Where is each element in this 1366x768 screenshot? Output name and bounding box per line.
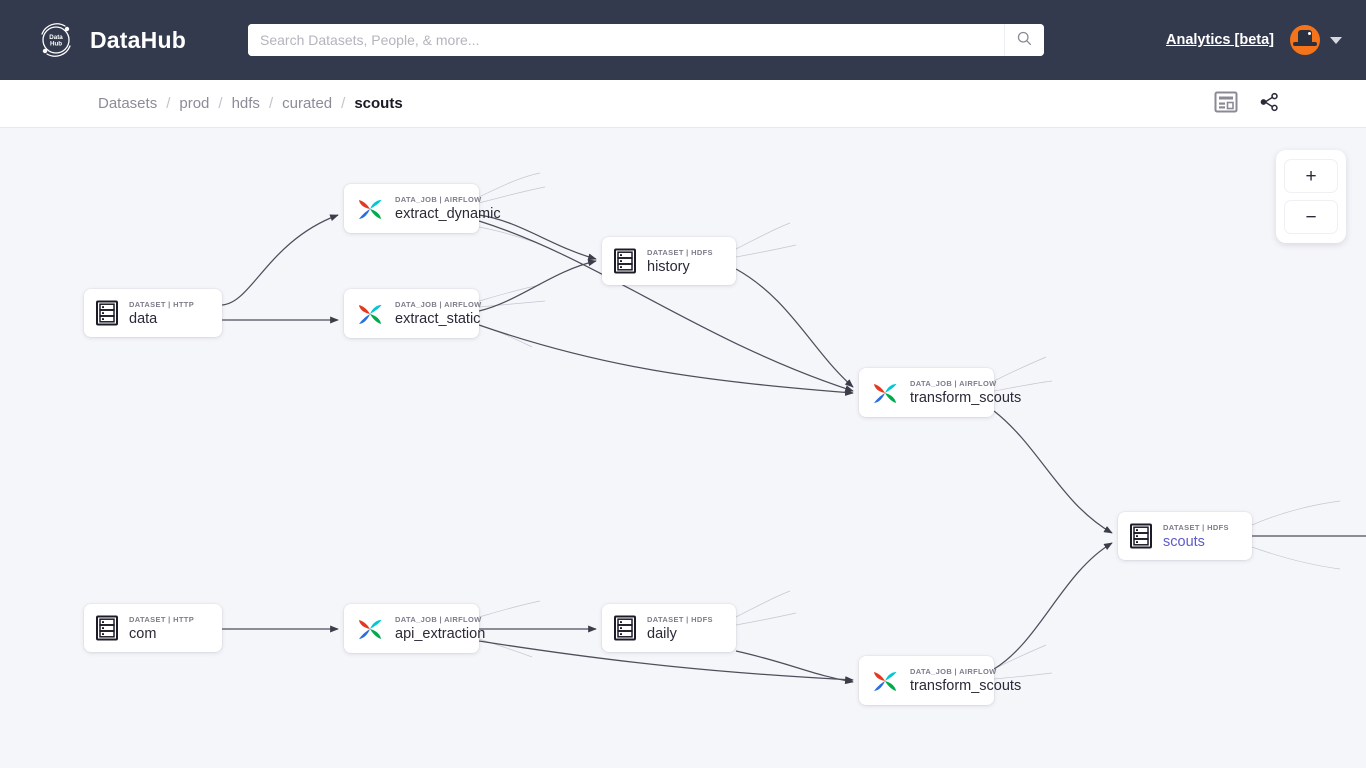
node-title-label: transform_scouts — [910, 390, 1022, 406]
breadcrumb-item-hdfs[interactable]: hdfs — [231, 95, 260, 112]
edge-extract_static-to-transform_scouts_1 — [478, 324, 854, 396]
airflow-icon — [871, 667, 899, 695]
edge-history-to-transform_scouts_1 — [735, 268, 854, 388]
lineage-node-api-extraction[interactable]: DATA_JOB | AIRFLOW api_extraction — [344, 604, 485, 653]
node-kind-label: DATASET | HTTP — [129, 299, 195, 309]
dataset-icon — [614, 615, 636, 641]
edge-extract_dynamic-to-transform_scouts_1 — [478, 220, 854, 392]
node-kind-label: DATA_JOB | AIRFLOW — [395, 615, 482, 624]
edge-paths — [221, 214, 1366, 685]
node-kind-label: DATA_JOB | AIRFLOW — [395, 300, 482, 309]
node-title-label: extract_static — [395, 311, 481, 327]
lineage-node-data[interactable]: DATASET | HTTP data — [84, 289, 222, 337]
dataset-icon — [96, 300, 118, 326]
airflow-icon — [356, 615, 384, 643]
dataset-icon — [614, 248, 636, 274]
svg-text:Hub: Hub — [50, 41, 62, 48]
node-kind-label: DATASET | HDFS — [1163, 522, 1229, 532]
global-search[interactable] — [248, 24, 1044, 56]
datahub-logo-icon: Data Hub — [34, 18, 78, 62]
lineage-node-transform-scouts-upper[interactable]: DATA_JOB | AIRFLOW transform_scouts — [859, 368, 1021, 417]
breadcrumb-bar: Datasets / prod / hdfs / curated / scout… — [0, 80, 1366, 128]
header-right-group: Analytics [beta] — [1166, 0, 1342, 80]
user-menu-button[interactable] — [1290, 25, 1342, 55]
node-title-label: com — [129, 625, 157, 642]
airflow-icon — [356, 300, 384, 328]
brand-name: DataHub — [90, 26, 186, 53]
node-title-label: api_extraction — [395, 626, 486, 642]
dataset-icon — [96, 615, 118, 641]
edge-transform_scouts_1-to-scouts — [993, 410, 1113, 534]
edge-extract_static-to-history — [478, 259, 597, 312]
svg-text:Data: Data — [49, 34, 63, 41]
avatar — [1290, 25, 1320, 55]
node-title-label: transform_scouts — [910, 678, 1022, 694]
lineage-node-history[interactable]: DATASET | HDFS history — [602, 237, 736, 285]
breadcrumb-item-prod[interactable]: prod — [179, 95, 210, 112]
app-header: Data Hub DataHub Analytics [beta] — [0, 0, 1366, 80]
node-title-label: scouts — [1163, 533, 1205, 550]
brand-home-link[interactable]: Data Hub DataHub — [34, 18, 186, 62]
breadcrumb-actions — [1212, 89, 1282, 118]
search-input[interactable] — [248, 24, 1004, 56]
profile-view-button[interactable] — [1212, 89, 1240, 118]
lineage-node-extract-static[interactable]: DATA_JOB | AIRFLOW extract_static — [344, 289, 482, 338]
lineage-view-button[interactable] — [1256, 89, 1282, 118]
node-title-label: data — [129, 310, 158, 327]
zoom-controls-panel: + − — [1276, 150, 1346, 243]
lineage-edges-layer — [221, 172, 1366, 685]
breadcrumb-item-curated[interactable]: curated — [282, 95, 333, 112]
breadcrumb-separator: / — [268, 95, 274, 112]
airflow-icon — [356, 195, 384, 223]
breadcrumb-separator: / — [218, 95, 223, 112]
breadcrumb-item-datasets[interactable]: Datasets — [98, 95, 158, 112]
lineage-node-extract-dynamic[interactable]: DATA_JOB | AIRFLOW extract_dynamic — [344, 184, 501, 233]
lineage-node-com[interactable]: DATASET | HTTP com — [84, 604, 222, 652]
node-kind-label: DATA_JOB | AIRFLOW — [910, 667, 997, 676]
node-kind-label: DATA_JOB | AIRFLOW — [395, 195, 482, 204]
profile-view-icon — [1214, 91, 1238, 116]
node-title-label: history — [647, 258, 690, 275]
lineage-node-daily[interactable]: DATASET | HDFS daily — [602, 604, 736, 652]
dataset-icon — [1130, 523, 1152, 549]
edge-transform_scouts_2-to-scouts — [993, 542, 1113, 670]
search-icon — [1016, 30, 1033, 50]
analytics-link[interactable]: Analytics [beta] — [1166, 32, 1274, 48]
zoom-out-button[interactable]: − — [1284, 200, 1338, 234]
lineage-node-transform-scouts-lower[interactable]: DATA_JOB | AIRFLOW transform_scouts — [859, 656, 1021, 705]
node-kind-label: DATA_JOB | AIRFLOW — [910, 379, 997, 388]
breadcrumb-separator: / — [166, 95, 171, 112]
node-kind-label: DATASET | HTTP — [129, 614, 195, 624]
edge-api_extraction-to-transform_scouts_2 — [478, 640, 854, 684]
breadcrumb-item-scouts: scouts — [354, 95, 403, 112]
breadcrumb-separator: / — [341, 95, 346, 112]
node-kind-label: DATASET | HDFS — [647, 247, 713, 257]
node-kind-label: DATASET | HDFS — [647, 614, 713, 624]
lineage-node-scouts[interactable]: DATASET | HDFS scouts — [1118, 512, 1252, 560]
edge-data-to-extract_dynamic — [221, 214, 339, 306]
zoom-in-button[interactable]: + — [1284, 159, 1338, 193]
breadcrumb: Datasets / prod / hdfs / curated / scout… — [98, 95, 403, 112]
lineage-graph-icon — [1258, 91, 1280, 116]
node-title-label: extract_dynamic — [395, 206, 501, 222]
chevron-down-icon — [1330, 36, 1342, 44]
edge-extract_dynamic-to-history — [478, 214, 597, 261]
search-submit-button[interactable] — [1004, 24, 1044, 56]
lineage-graph-canvas[interactable]: DATASET | HTTP data DATASET | HTTP com — [0, 129, 1366, 768]
airflow-icon — [871, 379, 899, 407]
edge-daily-to-transform_scouts_2 — [735, 650, 854, 685]
node-title-label: daily — [647, 625, 677, 642]
